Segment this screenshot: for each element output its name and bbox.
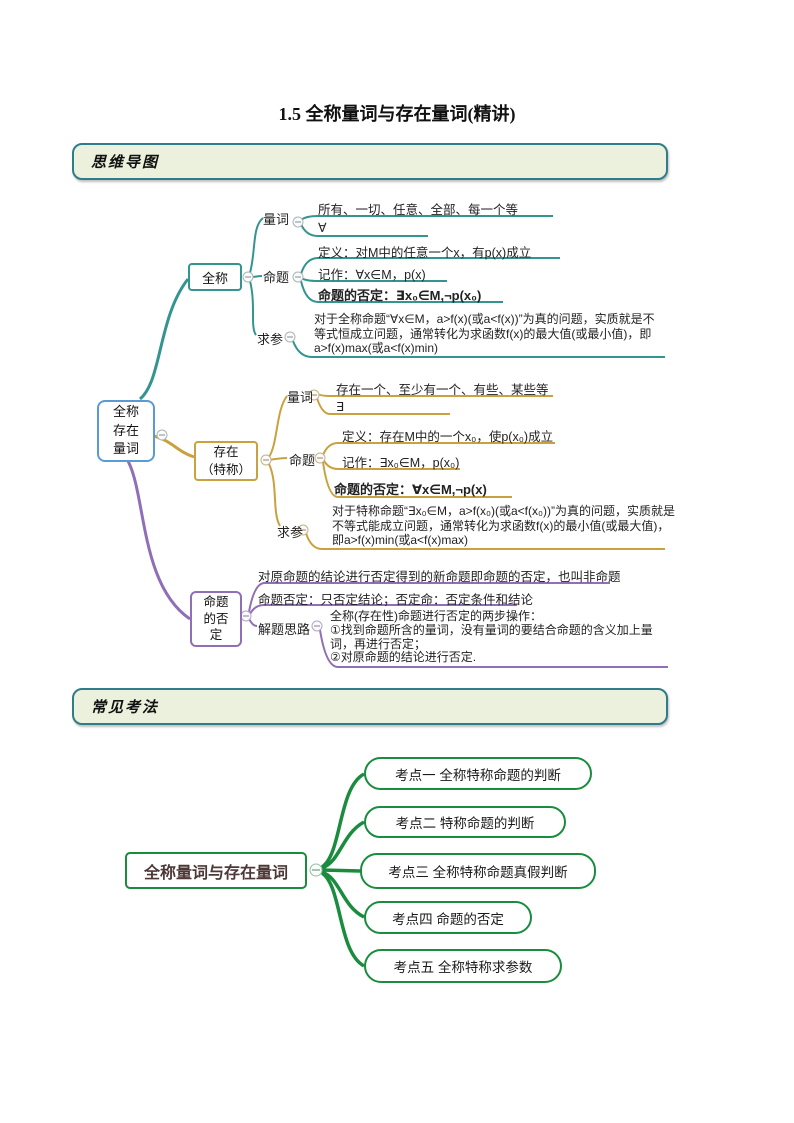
collapse-minus-icon (240, 610, 252, 622)
existential-notation: 记作：∃x₀∈M，p(x₀) (342, 456, 460, 470)
existential-proposition-label: 命题 (289, 453, 316, 468)
existential-definition: 定义：存在M中的一个x₀，使p(x₀)成立 (342, 430, 554, 444)
collapse-minus-icon (242, 271, 254, 283)
collapse-minus-icon (156, 429, 168, 441)
collapse-minus-icon (292, 216, 304, 228)
mindmap-topics-branches (309, 772, 366, 968)
section-header-methods: 常见考法 (72, 688, 668, 725)
topic-pill-2-label: 考点二 特称命题的判断 (395, 816, 535, 831)
mindmap-overview: 全称 存在 量词 全称 量词 所有、一切、任意、全部、每一个等 ∀ 命题 定义：… (0, 195, 794, 680)
negation-line2: 命题否定：只否定结论；否定命：否定条件和结论 (258, 593, 534, 607)
universal-definition: 定义：对M中的任意一个x，有p(x)成立 (318, 246, 532, 260)
map1-root-line: 全称 (112, 403, 139, 419)
topic-pill-1-label: 考点一 全称特称命题的判断 (395, 767, 561, 783)
universal-notation: 记作：∀x∈M，p(x) (318, 268, 426, 282)
negation-branch-curves (126, 460, 668, 668)
universal-quantifier-words: 所有、一切、任意、全部、每一个等 (318, 203, 519, 217)
collapse-minus-icons (156, 216, 326, 632)
collapse-minus-icon (292, 271, 304, 283)
universal-node-label: 全称 (201, 270, 228, 286)
collapse-minus-icon (297, 524, 309, 536)
topic-pill-3-label: 考点三 全称特称命题真假判断 (388, 865, 568, 880)
existential-param-text: 对于特称命题“∃x₀∈M，a>f(x₀)(或a<f(x₀))”为真的问题，实质就… (332, 504, 675, 547)
collapse-minus-icon (311, 620, 323, 632)
negation-node: 命题 的否 定 (190, 591, 242, 647)
map2-root-node: 全称量词与存在量词 (125, 852, 307, 889)
existential-node: 存在 （特称） (194, 441, 258, 481)
negation-node-line: 命题 (203, 594, 229, 609)
topic-pill-3: 考点三 全称特称命题真假判断 (360, 853, 596, 889)
universal-quantifier-label: 量词 (263, 212, 290, 227)
collapse-minus-icon (314, 452, 326, 464)
existential-node-line: 存在 (213, 444, 239, 459)
negation-line1: 对原命题的结论进行否定得到的新命题即命题的否定，也叫非命题 (258, 570, 621, 584)
page-title: 1.5 全称量词与存在量词(精讲) (278, 104, 516, 124)
mindmap-topics: 全称量词与存在量词 考点一 全称特称命题的判断 考点二 特称命题的判断 考点三 … (0, 740, 794, 1010)
section-header-mindmap-label: 思维导图 (91, 154, 160, 171)
section-header-mindmap: 思维导图 (72, 143, 668, 180)
section-header-methods-label: 常见考法 (91, 699, 160, 716)
universal-proposition-label: 命题 (263, 270, 290, 285)
collapse-minus-icon (308, 389, 320, 401)
negation-strategy-label: 解题思路 (258, 622, 311, 637)
topic-pill-4-label: 考点四 命题的否定 (392, 911, 504, 927)
existential-quantifier-words: 存在一个、至少有一个、有些、某些等 (336, 383, 549, 397)
universal-param-label: 求参 (257, 332, 284, 347)
map1-root-line: 量词 (112, 441, 139, 457)
existential-param-label: 求参 (277, 525, 304, 540)
universal-negation: 命题的否定：∃x₀∈M,¬p(x₀) (318, 288, 482, 303)
negation-node-line: 定 (209, 628, 223, 643)
negation-strategy-text: 全称(存在性)命题进行否定的两步操作： ①找到命题所含的量词，没有量词的要结合命… (330, 609, 653, 665)
negation-node-line: 的否 (203, 611, 229, 626)
map1-root-line: 存在 (112, 422, 139, 438)
existential-node-line: （特称） (200, 463, 251, 477)
mindmap-overview-branches (126, 215, 668, 668)
collapse-minus-icon (309, 863, 323, 877)
topic-pill-2: 考点二 特称命题的判断 (364, 806, 566, 838)
existential-negation: 命题的否定：∀x∈M,¬p(x) (334, 482, 487, 497)
universal-node: 全称 (188, 263, 242, 291)
existential-quantifier-symbol: ∃ (336, 400, 344, 414)
map2-root-label: 全称量词与存在量词 (143, 864, 288, 882)
collapse-minus-icon (284, 331, 296, 343)
universal-param-text: 对于全称命题“∀x∈M，a>f(x)(或a<f(x))”为真的问题，实质就是不等… (314, 312, 655, 355)
topic-pill-4: 考点四 命题的否定 (364, 901, 532, 934)
topic-pill-5: 考点五 全称特称求参数 (364, 949, 562, 983)
topics-branch-curves (320, 772, 366, 968)
topic-pill-1: 考点一 全称特称命题的判断 (364, 757, 592, 790)
collapse-minus-icon (260, 454, 272, 466)
universal-quantifier-symbol: ∀ (318, 221, 327, 235)
topic-pill-5-label: 考点五 全称特称求参数 (393, 960, 533, 975)
existential-quantifier-label: 量词 (287, 390, 314, 405)
map1-root-node: 全称 存在 量词 (97, 400, 155, 462)
